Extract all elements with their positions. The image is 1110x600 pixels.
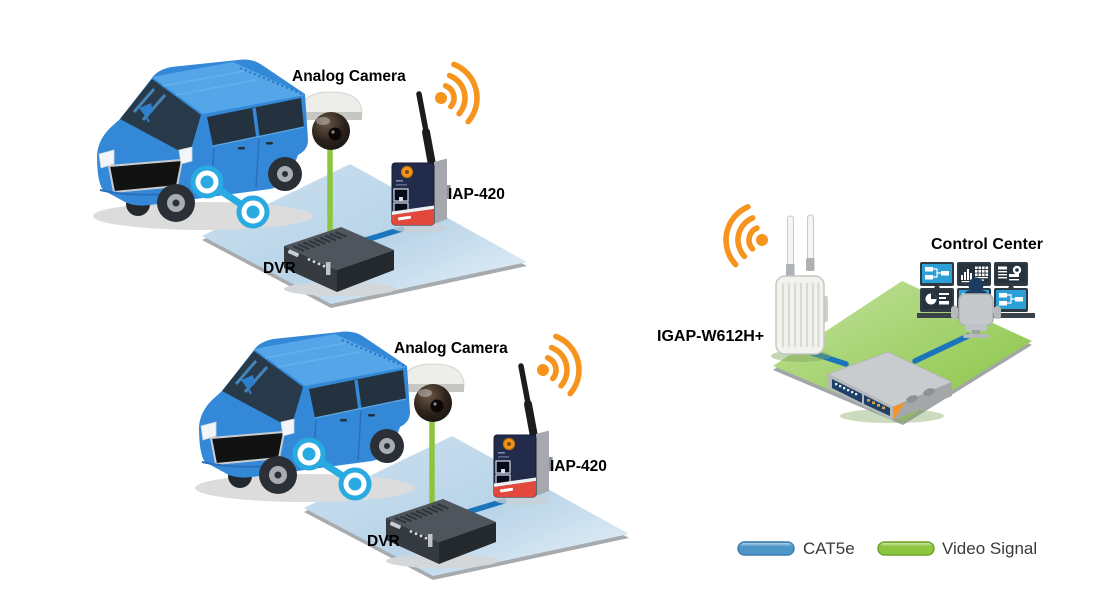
dvr-label-2: DVR — [367, 533, 400, 550]
cat5e-line — [912, 333, 971, 364]
monitor-screen — [920, 262, 954, 286]
operator-at-desk — [951, 277, 1001, 338]
analog-camera-label-1: Analog Camera — [292, 68, 406, 85]
iap-420-label-2: IAP-420 — [550, 458, 607, 475]
monitor-screen — [994, 262, 1028, 286]
monitor-screen — [994, 288, 1028, 312]
control-center-label: Control Center — [931, 236, 1043, 253]
video-signal-legend-label: Video Signal — [942, 539, 1038, 558]
control-center-scene — [721, 204, 1035, 425]
vehicle-scene-1 — [93, 60, 527, 308]
iap-420-label-1: IAP-420 — [448, 186, 505, 203]
dvr-label-1: DVR — [263, 260, 296, 277]
vehicle-scene-2 — [195, 332, 629, 580]
wireless-signal-icon — [721, 204, 774, 270]
cat5e-legend-label: CAT5e — [803, 539, 855, 558]
operator-head — [968, 277, 984, 293]
monitor-screen — [920, 288, 954, 312]
analog-camera-label-2: Analog Camera — [394, 340, 508, 357]
monitor-screen — [957, 262, 991, 286]
igap-w612h-device — [771, 214, 831, 362]
igap-w612h-label: IGAP-W612H+ — [657, 328, 765, 345]
operator-chair — [958, 293, 994, 326]
video-signal-legend-swatch — [877, 541, 935, 556]
cat5e-legend-swatch — [737, 541, 795, 556]
network-switch — [826, 351, 953, 423]
